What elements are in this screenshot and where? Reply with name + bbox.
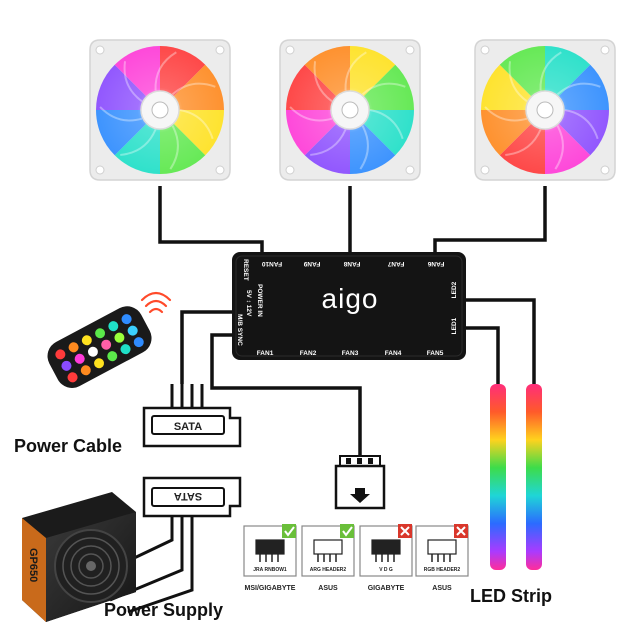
hub-body bbox=[232, 252, 466, 360]
fan-middle bbox=[279, 39, 421, 181]
remote-button bbox=[133, 337, 144, 348]
remote-button bbox=[107, 351, 118, 362]
compat-header-text: V D G bbox=[379, 567, 393, 573]
cross-icon bbox=[400, 526, 410, 536]
check-icon bbox=[284, 526, 295, 537]
port-fan4: FAN4 bbox=[385, 350, 402, 357]
sata-connector-top: SATA bbox=[142, 406, 242, 448]
arrow-down-icon bbox=[350, 488, 370, 503]
power-supply-label: Power Supply bbox=[104, 600, 224, 620]
voltage-label: 5V ↕ 12V bbox=[245, 290, 252, 317]
led-strips bbox=[490, 384, 542, 570]
port-fan1: FAN1 bbox=[257, 350, 274, 357]
port-fan6: FAN6 bbox=[427, 260, 444, 267]
power-in-label: POWER IN bbox=[256, 284, 263, 317]
power-cable-label: Power Cable bbox=[14, 436, 123, 456]
port-fan5: FAN5 bbox=[427, 350, 444, 357]
remote-button bbox=[74, 353, 85, 364]
port-fan10: FAN10 bbox=[262, 260, 283, 267]
sync-label: M/B SYNC bbox=[236, 314, 243, 346]
check-icon-bg bbox=[340, 524, 354, 538]
power-in-wire bbox=[180, 310, 232, 384]
led-strip-label: LED Strip bbox=[470, 586, 553, 606]
power-wires bbox=[180, 310, 362, 456]
remote-button bbox=[101, 339, 112, 350]
compat-item: V D G GIGABYTE bbox=[359, 524, 413, 592]
compat-brand-label: ASUS bbox=[432, 585, 452, 592]
fan-right bbox=[474, 39, 616, 181]
compat-header-text: RGB HEADER2 bbox=[424, 567, 461, 573]
remote-button bbox=[94, 358, 105, 369]
compat-header-text: JRA RNBOW1 bbox=[253, 567, 287, 573]
fan-wire-left bbox=[158, 186, 264, 252]
remote-button bbox=[95, 328, 106, 339]
remote-button bbox=[81, 335, 92, 346]
check-icon bbox=[342, 526, 353, 537]
led-wire-2 bbox=[466, 298, 536, 384]
port-fan8: FAN8 bbox=[343, 260, 360, 267]
remote-button bbox=[114, 332, 125, 343]
remote-button bbox=[120, 344, 131, 355]
remote-button bbox=[68, 342, 79, 353]
port-fan9: FAN9 bbox=[303, 260, 320, 267]
controller-hub: aigo FAN10 FAN9 FAN8 FAN7 FAN6 FAN1 FAN2 FAN3 F… bbox=[232, 252, 466, 360]
reset-label: RESET bbox=[242, 259, 249, 281]
port-led2: LED2 bbox=[451, 281, 458, 298]
sata-label-bottom: SATA bbox=[174, 490, 202, 502]
sata-label-top: SATA bbox=[174, 421, 202, 433]
remote-button bbox=[121, 314, 132, 325]
remote-button bbox=[80, 365, 91, 376]
brand-logo: aigo bbox=[322, 283, 379, 314]
cross-icon bbox=[456, 526, 466, 536]
compat-header-text: ARG HEADER2 bbox=[310, 567, 347, 573]
signal-icon bbox=[140, 291, 172, 314]
hub-left-labels: RESET POWER IN 5V ↕ 12V M/B SYNC bbox=[236, 259, 263, 346]
sync-wire bbox=[210, 333, 362, 456]
psu-model: GP650 bbox=[27, 548, 39, 582]
sata-cable-wires bbox=[170, 384, 204, 408]
remote-button bbox=[55, 349, 66, 360]
led-wires bbox=[466, 298, 536, 384]
check-icon-bg bbox=[282, 524, 296, 538]
remote-button bbox=[127, 325, 138, 336]
fan-wire-right bbox=[433, 186, 547, 252]
port-led1: LED1 bbox=[451, 317, 458, 334]
compat-brand-label: GIGABYTE bbox=[368, 585, 405, 592]
port-fan2: FAN2 bbox=[300, 350, 317, 357]
remote-control bbox=[47, 306, 152, 388]
power-supply-unit: GP650 bbox=[22, 492, 136, 622]
motherboard-header-connector bbox=[334, 455, 386, 510]
fan-wires bbox=[158, 186, 547, 252]
port-fan3: FAN3 bbox=[342, 350, 359, 357]
fan-left bbox=[89, 39, 231, 181]
remote-button bbox=[61, 360, 72, 371]
compat-brand-label: ASUS bbox=[318, 585, 338, 592]
sata-connector-bottom: SATA bbox=[142, 476, 242, 518]
led-strip-1 bbox=[490, 384, 506, 570]
led-wire-1 bbox=[466, 326, 500, 384]
remote-button bbox=[108, 321, 119, 332]
remote-button bbox=[67, 372, 78, 383]
port-fan7: FAN7 bbox=[387, 260, 404, 267]
remote-button bbox=[87, 346, 98, 357]
compat-brand-label: MSI/GIGABYTE bbox=[245, 585, 296, 592]
led-strip-2 bbox=[526, 384, 542, 570]
